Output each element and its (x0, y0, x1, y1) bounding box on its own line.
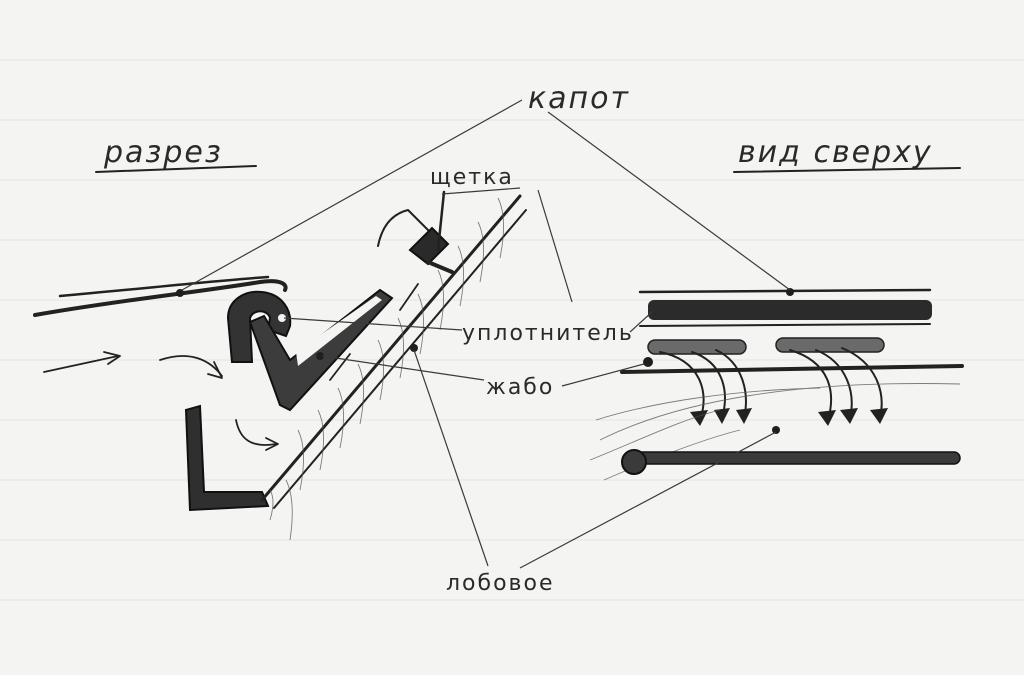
hood-point-top (786, 288, 794, 296)
hood-edge-top (638, 288, 932, 294)
section-view (33, 190, 527, 541)
windshield-section (260, 194, 522, 502)
hood-panel-section (33, 279, 288, 317)
label-seal: уплотнитель (462, 321, 634, 346)
windshield-point-section (410, 344, 418, 352)
label-section-underline (95, 165, 257, 173)
label-section: разрез (103, 135, 223, 170)
jabot-slot-right (775, 337, 885, 353)
label-brush: щетка (430, 165, 514, 190)
seal-profile (226, 290, 292, 363)
wiper-brush-section (377, 190, 454, 274)
label-top-view-underline (733, 167, 961, 173)
cowl-bracket (184, 404, 270, 512)
windshield-point-top (772, 426, 780, 434)
label-jabot: жабо (486, 375, 554, 400)
leader-lines (181, 99, 791, 569)
paper-grid (0, 59, 1024, 601)
seal-strip-top (648, 300, 932, 320)
wiper-arm-top (627, 451, 961, 465)
label-hood: капот (528, 81, 630, 116)
top-view (589, 288, 964, 481)
label-windshield: лобовое (446, 571, 555, 596)
airflow-arrows-section (43, 283, 419, 451)
labels: разрез вид сверху капот щетка уплотнител… (95, 81, 961, 596)
hood-point-section (176, 289, 184, 297)
label-top-view: вид сверху (738, 135, 933, 170)
